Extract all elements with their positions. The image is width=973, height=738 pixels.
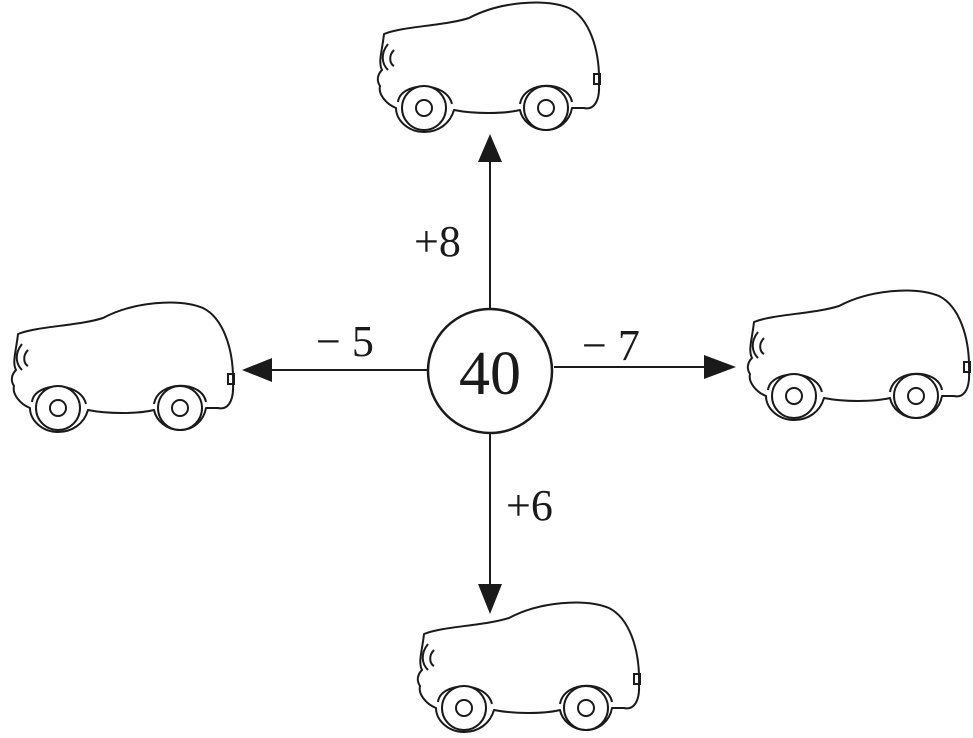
car-left-icon bbox=[10, 301, 236, 433]
center-value: 40 bbox=[459, 340, 521, 408]
arrow-left bbox=[242, 358, 428, 382]
car-up-icon bbox=[376, 1, 601, 134]
label-down: +6 bbox=[506, 481, 553, 530]
arrow-right bbox=[554, 355, 736, 379]
label-up: +8 bbox=[414, 217, 461, 266]
arrow-up bbox=[478, 134, 502, 308]
label-right: − 7 bbox=[582, 321, 640, 370]
label-left: − 5 bbox=[316, 317, 374, 366]
car-right-icon bbox=[746, 289, 971, 421]
car-down-icon bbox=[416, 601, 641, 733]
center-node: 40 bbox=[426, 307, 554, 435]
arrow-down bbox=[478, 434, 502, 614]
